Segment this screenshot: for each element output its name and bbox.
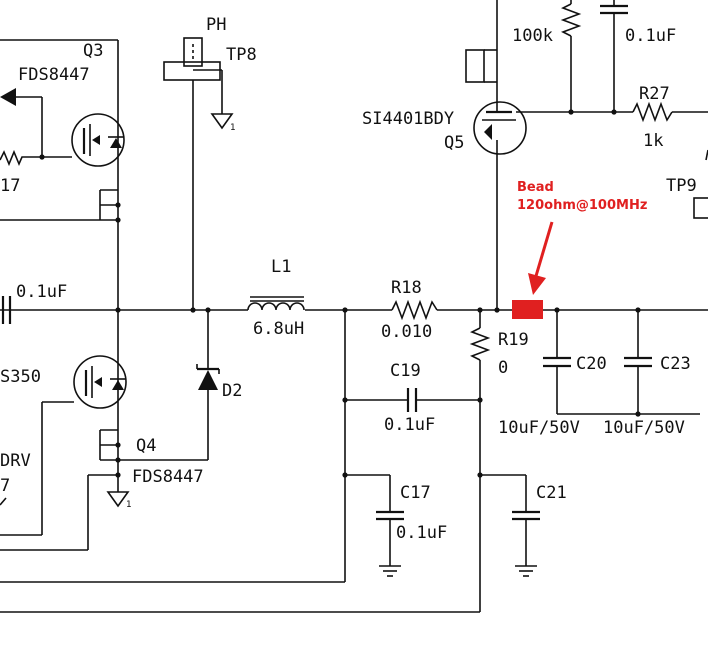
- q4-part-number: FDS8447: [132, 467, 204, 487]
- r18-value: 0.010: [381, 322, 432, 342]
- l1-value: 6.8uH: [253, 319, 304, 339]
- left-part-fragment: S350: [0, 367, 41, 387]
- c17-ref: C17: [400, 483, 431, 503]
- left-cap-value: 0.1uF: [16, 282, 67, 302]
- q5-ref: Q5: [444, 133, 464, 153]
- r18-ref: R18: [391, 278, 422, 298]
- drv-label-fragment: DRV: [0, 451, 31, 471]
- q3-part-number: FDS8447: [18, 65, 90, 85]
- l1-inductor: L1 6.8uH: [247, 257, 305, 339]
- c17-capacitor: C17 0.1uF: [342, 472, 447, 577]
- c-top-value: 0.1uF: [625, 26, 676, 46]
- c19-ref: C19: [390, 361, 421, 381]
- r19-resistor: R19 0: [469, 307, 529, 612]
- r-top-value: 100k: [512, 26, 553, 46]
- q3-mosfet: Q3 FDS8447 17: [0, 39, 125, 310]
- c23-value: 10uF/50V: [603, 418, 685, 438]
- q5-part-number: SI4401BDY: [362, 109, 454, 129]
- ph-label: PH: [206, 15, 226, 35]
- c21-capacitor: C21: [477, 472, 567, 577]
- c19-value: 0.1uF: [384, 415, 435, 435]
- q5-mosfet: SI4401BDY Q5: [362, 0, 571, 313]
- net-label-fragment: 7: [0, 476, 10, 496]
- r19-value: 0: [498, 358, 508, 378]
- c20-c23-capacitors: C20 C23 10uF/50V 10uF/50V: [498, 307, 700, 438]
- tp8-test-point: 1 PH TP8: [163, 15, 257, 310]
- q4-ground-subscript: 1: [126, 500, 132, 510]
- r27-ref: R27: [639, 84, 670, 104]
- r19-ref: R19: [498, 330, 529, 350]
- q4-mosfet: 1 S350 DRV 7 Q4 FDS8447: [0, 310, 208, 551]
- top-resistor-100k: 100k: [512, 0, 582, 115]
- tp8-ground-subscript: 1: [230, 123, 236, 133]
- c19-capacitor: C19 0.1uF: [342, 310, 483, 475]
- c20-value: 10uF/50V: [498, 418, 580, 438]
- q3-ref: Q3: [83, 41, 103, 61]
- r17-label-fragment: 17: [0, 176, 20, 196]
- c20-ref: C20: [576, 354, 607, 374]
- tp8-label: TP8: [226, 45, 257, 65]
- bottom-wires: [0, 475, 480, 613]
- bead-annotation-detail: 120ohm@100MHz: [517, 198, 647, 213]
- c21-ref: C21: [536, 483, 567, 503]
- ferrite-bead: Bead 120ohm@100MHz: [512, 180, 647, 319]
- tp9-test-point: TP9: [666, 176, 708, 219]
- tp9-label: TP9: [666, 176, 697, 196]
- r27-value: 1k: [643, 131, 663, 151]
- left-capacitor: 0.1uF: [1, 282, 67, 324]
- d2-diode: D2: [196, 310, 242, 460]
- top-capacitor: 0.1uF: [600, 0, 676, 115]
- c23-ref: C23: [660, 354, 691, 374]
- bead-annotation-title: Bead: [517, 180, 554, 195]
- l1-ref: L1: [271, 257, 291, 277]
- r27-resistor: R27 1k: [571, 84, 708, 161]
- q4-ref: Q4: [136, 436, 156, 456]
- d2-ref: D2: [222, 381, 242, 401]
- r18-resistor: R18 0.010: [381, 278, 438, 342]
- c17-value: 0.1uF: [396, 523, 447, 543]
